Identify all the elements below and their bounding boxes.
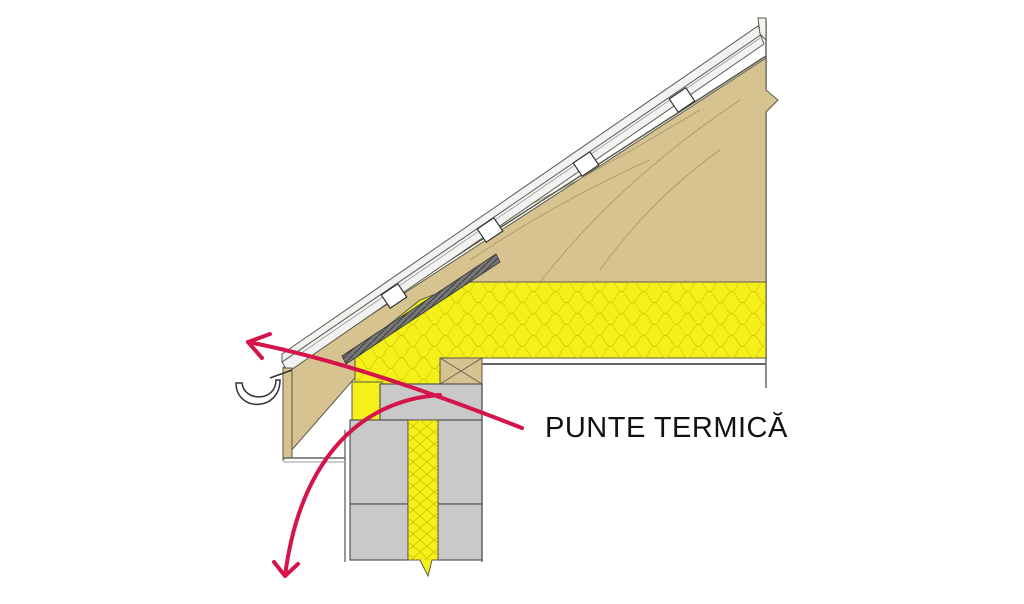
fascia-board	[282, 367, 293, 459]
cavity-insulation-pattern	[408, 420, 438, 560]
arrow-down-curve	[283, 393, 442, 578]
rafter-grain	[469, 99, 741, 283]
arrow-down-head	[272, 560, 300, 578]
arrow-to-label	[246, 340, 524, 430]
arrow-to-eave-upper	[246, 332, 272, 360]
masonry-wall	[344, 383, 483, 562]
roof-tiles	[281, 17, 767, 373]
wall-plate-cross-2	[439, 357, 483, 385]
thermal-bridge-arrows	[246, 332, 524, 578]
eave-vent-membrane	[341, 253, 501, 365]
gutter	[235, 379, 281, 406]
gutter-bracket	[269, 369, 293, 379]
tile-battens	[380, 86, 696, 310]
thermal-bridge-label: PUNTE TERMICĂ	[545, 412, 788, 444]
